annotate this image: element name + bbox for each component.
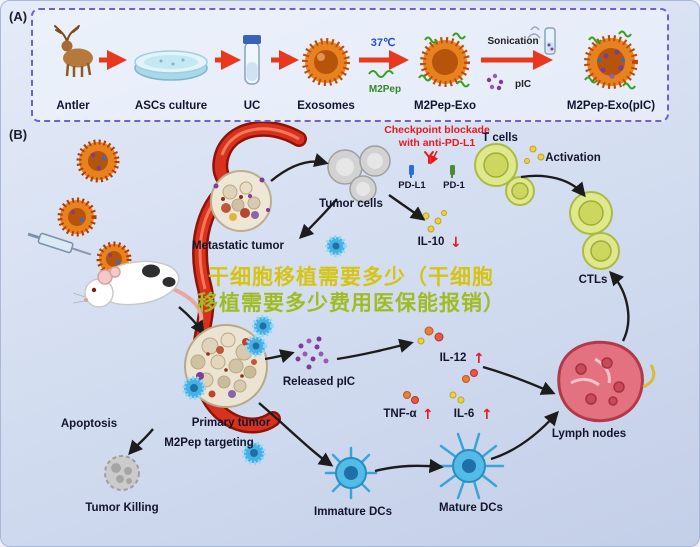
cytokine-dots <box>417 326 478 383</box>
m2pep-peptide-icon <box>368 70 394 78</box>
immature-dc-icon <box>324 446 378 500</box>
il12-label: IL-12 <box>440 352 467 364</box>
pd-1-icon <box>450 165 455 178</box>
tumor-killing-label: Tumor Killing <box>85 502 158 514</box>
il12-up-arrow: ↑ <box>473 351 485 367</box>
blue-cell-icon <box>242 441 266 465</box>
ctl-cells-icon <box>569 191 620 270</box>
tnf-label: TNF-α <box>383 408 416 420</box>
flow-arrow <box>298 198 338 240</box>
sonication-note: Sonication <box>487 36 538 47</box>
mouse-icon <box>72 260 204 329</box>
activation-label: Activation <box>545 152 601 164</box>
tnf-up-arrow: ↑ <box>422 407 434 423</box>
lymph-node-icon <box>557 340 656 423</box>
flow-arrow <box>336 338 414 361</box>
tumor-cells-icon <box>327 145 391 203</box>
pd-l1-label: PD-L1 <box>398 180 426 191</box>
centrifuge-tube-icon <box>243 35 261 85</box>
deer-icon <box>54 25 93 77</box>
pic-note: pIC <box>515 79 531 90</box>
anti-pd-l1-antibody-icon <box>424 151 434 164</box>
flow-arrow <box>128 428 154 456</box>
ctls-label: CTLs <box>579 274 608 286</box>
il10-down-arrow: ↓ <box>450 235 462 251</box>
step-label-m2pep-exo-pic: M2Pep-Exo(pIC) <box>567 100 655 112</box>
apoptotic-cell-icon <box>104 455 140 491</box>
step-label-exosomes: Exosomes <box>297 100 355 112</box>
blue-cell-icon <box>252 315 274 337</box>
petri-dish-icon <box>134 50 208 81</box>
cytokine-dots <box>403 391 465 404</box>
step-label-ascs: ASCs culture <box>135 100 207 112</box>
flow-arrow <box>178 306 205 336</box>
flow-arrow <box>490 410 559 461</box>
t-cells-label: T cells <box>482 132 518 144</box>
step-label-uc: UC <box>244 100 261 112</box>
mature-dcs-label: Mature DCs <box>439 502 503 514</box>
apoptosis-label: Apoptosis <box>61 418 117 430</box>
immature-dcs-label: Immature DCs <box>314 506 392 518</box>
primary-tumor-label: Primary tumor <box>192 417 271 429</box>
panel-b-canvas: Checkpoint blockade with anti-PD-L1 PD-L… <box>27 121 656 518</box>
panel-a-workflow: 37℃ M2Pep Sonication <box>31 8 669 122</box>
il6-up-arrow: ↑ <box>481 407 493 423</box>
flow-arrow <box>270 153 329 182</box>
primary-tumor-icon <box>182 324 268 408</box>
exosome-icon <box>302 38 350 86</box>
blue-cell-icon <box>325 235 347 257</box>
metastatic-tumor-label: Metastatic tumor <box>192 240 285 252</box>
m2pep-targeting-label: M2Pep targeting <box>164 437 253 449</box>
virus-particles-icon <box>57 139 132 277</box>
temperature-note: 37℃ <box>371 37 396 49</box>
metastatic-tumor-icon <box>210 170 272 232</box>
pd-1-label: PD-1 <box>443 180 465 191</box>
cytokine-dots <box>422 210 447 233</box>
flow-arrow <box>388 194 426 221</box>
checkpoint-pointer-arrow <box>430 150 439 165</box>
t-cells-icon <box>474 143 535 206</box>
cytokine-dots <box>524 145 545 164</box>
pic-dots-icon <box>486 73 504 91</box>
flow-arrow <box>374 458 444 474</box>
pd-l1-icon <box>409 165 414 178</box>
flow-arrow <box>520 174 586 198</box>
tumor-cells-label: Tumor cells <box>319 198 383 210</box>
checkpoint-label-line1: Checkpoint blockade <box>384 124 490 136</box>
lymph-nodes-label: Lymph nodes <box>552 428 626 440</box>
m2pep-note: M2Pep <box>369 84 401 95</box>
step-label-antler: Antler <box>56 100 90 112</box>
sonication-tube-icon <box>527 26 556 55</box>
il10-label: IL-10 <box>418 236 445 248</box>
released-pic-dots-icon <box>295 336 329 370</box>
m2pep-exo-pic-icon <box>584 30 638 90</box>
step-label-m2pep-exo: M2Pep-Exo <box>414 100 476 112</box>
il6-label: IL-6 <box>454 408 474 420</box>
flow-arrow <box>482 365 556 395</box>
panel-b-tag: (B) <box>9 127 28 142</box>
mature-dc-icon <box>433 432 505 500</box>
checkpoint-label-line2: with anti-PD-L1 <box>398 137 476 149</box>
flow-arrow <box>609 270 630 342</box>
panel-a-canvas: 37℃ M2Pep Sonication <box>54 25 655 112</box>
released-pic-label: Released pIC <box>283 376 355 388</box>
flow-arrow <box>258 402 334 467</box>
panel-a-tag: (A) <box>9 9 28 24</box>
m2pep-exo-icon <box>418 32 470 88</box>
flow-arrow <box>264 349 295 364</box>
syringe-icon <box>27 232 92 256</box>
